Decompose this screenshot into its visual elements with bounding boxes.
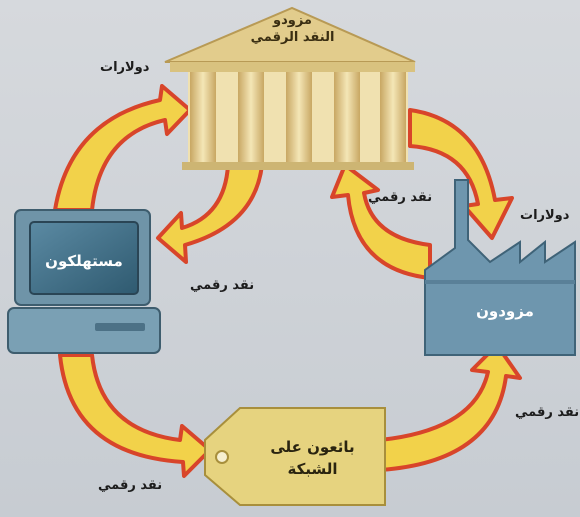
- producers-label: مزودون: [476, 302, 534, 320]
- arrow-sellers-to-producers: [378, 343, 522, 472]
- arrow-consumers-to-sellers: [58, 353, 212, 478]
- bank-building: [164, 6, 416, 170]
- bank-title-line2: النقد الرقمي: [250, 30, 335, 45]
- flow-arrows: [53, 84, 522, 478]
- label-bank-to-consumers: نقد رقمي: [190, 278, 255, 293]
- label-bank-to-producers: دولارات: [520, 208, 570, 223]
- sellers-label-line2: الشبكة: [287, 460, 338, 478]
- label-producers-to-bank: نقد رقمي: [368, 190, 433, 205]
- tag-sellers: [204, 407, 386, 506]
- label-consumers-to-sellers: نقد رقمي: [98, 478, 163, 493]
- arrow-bank-to-consumers: [156, 163, 264, 264]
- arrow-producers-to-bank: [330, 163, 432, 280]
- label-sellers-to-producers: نقد رقمي: [515, 405, 580, 420]
- sellers-label: بائعون على الشبكة: [245, 436, 380, 480]
- sellers-label-line1: بائعون على: [270, 438, 355, 456]
- consumers-label: مستهلكون: [45, 252, 123, 270]
- factory-producers: [424, 179, 576, 356]
- computer-consumers: [7, 209, 161, 354]
- bank-title: مزودو النقد الرقمي: [235, 12, 350, 46]
- label-consumers-to-bank: دولارات: [100, 60, 150, 75]
- arrow-consumers-to-bank: [53, 84, 192, 212]
- arrow-bank-to-producers: [408, 108, 514, 240]
- bank-title-line1: مزودو: [273, 13, 312, 28]
